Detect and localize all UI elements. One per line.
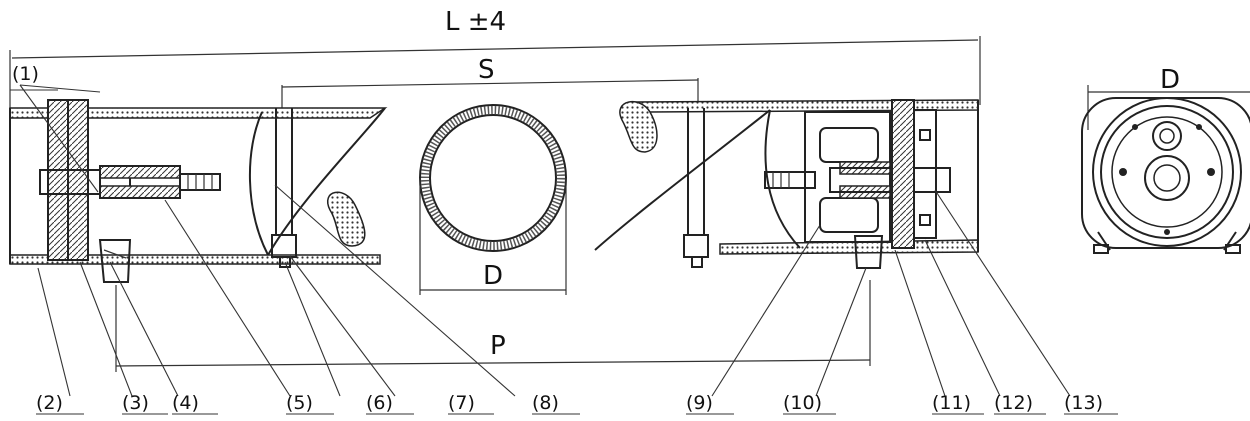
center-cross-section: D xyxy=(419,104,567,295)
section-diameter-label: D xyxy=(483,261,503,291)
callout-label-11: (11) xyxy=(932,392,971,414)
end-view: D xyxy=(1081,65,1250,254)
support-spacing-label: S xyxy=(478,55,495,85)
end-diameter-label: D xyxy=(1160,65,1180,95)
label-underlines xyxy=(10,89,1118,415)
port-spacing-label: P xyxy=(490,331,506,361)
overall-length-dimension: L ±4 xyxy=(9,7,981,110)
callout-label-4: (4) xyxy=(172,392,199,414)
callout-label-5: (5) xyxy=(286,392,313,414)
callout-label-7: (7) xyxy=(448,392,475,414)
callout-label-2: (2) xyxy=(36,392,63,414)
leader-lines xyxy=(19,84,1071,397)
callout-label-8: (8) xyxy=(532,392,559,414)
overall-length-label: L ±4 xyxy=(445,7,506,37)
right-vessel-section xyxy=(594,99,979,269)
callout-label-13: (13) xyxy=(1064,392,1103,414)
callout-label-3: (3) xyxy=(122,392,149,414)
callout-label-6: (6) xyxy=(366,392,393,414)
callout-labels: (1) (2) (3) (4) (5) (6) (7) (8) (9) (10)… xyxy=(12,63,1103,414)
left-vessel-section xyxy=(9,99,388,283)
callout-label-9: (9) xyxy=(686,392,713,414)
callout-label-12: (12) xyxy=(994,392,1033,414)
callout-label-10: (10) xyxy=(783,392,822,414)
callout-label-1: (1) xyxy=(12,63,39,85)
port-spacing-dimension: P xyxy=(115,280,871,372)
support-spacing-dimension: S xyxy=(281,55,699,115)
